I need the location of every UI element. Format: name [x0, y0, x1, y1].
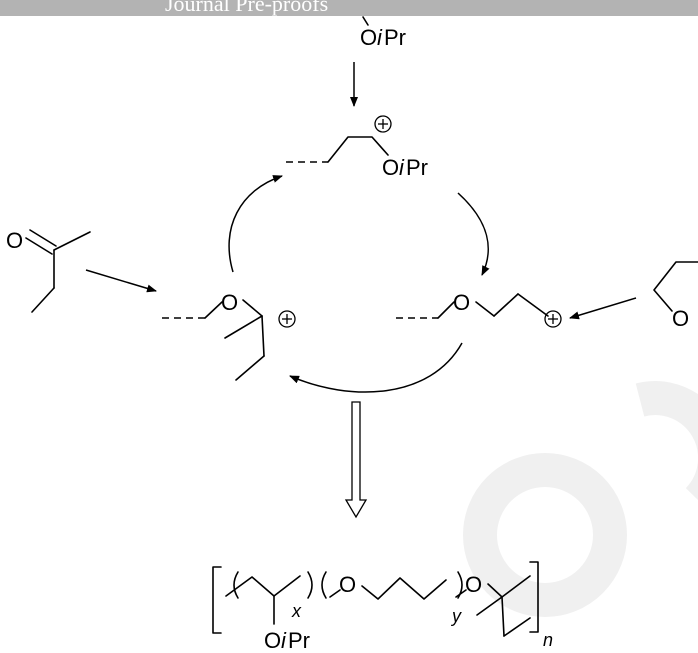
cycle-arrow-right: [457, 192, 490, 276]
product-arrow: [344, 401, 368, 519]
watermark: [463, 381, 698, 618]
oipr-o-mid: O: [382, 155, 399, 180]
oxocarbenium-intermediate: O i Pr: [286, 115, 428, 180]
oipr-pr-top: Pr: [384, 25, 406, 50]
oipr-i-mid: i: [399, 155, 405, 180]
subscript-x: x: [291, 601, 302, 621]
butanone-monomer: O: [6, 228, 91, 313]
vinyl-ether-monomer: O i Pr: [360, 16, 406, 50]
ketone-oxocarbenium-intermediate: O: [162, 290, 296, 381]
subscript-n: n: [543, 630, 553, 650]
oipr-i-polymer: i: [281, 628, 287, 653]
journal-banner: Journal Pre-proofs: [0, 0, 698, 16]
positive-charge-icon: [374, 115, 392, 133]
ketone-addition-arrow: [85, 269, 157, 293]
positive-charge-icon: [278, 310, 296, 328]
banner-text: Journal Pre-proofs: [165, 0, 329, 16]
cycle-arrow-left: [228, 175, 283, 273]
ether-oxygen-poly-2: O: [465, 572, 482, 597]
ketone-oxygen: O: [6, 228, 23, 253]
oipr-o-polymer: O: [264, 628, 281, 653]
terpolymer-product: O i Pr x O y O n: [212, 561, 553, 653]
subscript-y: y: [450, 606, 462, 626]
positive-charge-icon: [544, 310, 562, 328]
oipr-i-top: i: [377, 25, 383, 50]
oxetane-oxygen: O: [672, 306, 689, 331]
oipr-o-top: O: [360, 25, 377, 50]
oxetane-addition-arrow: [569, 297, 637, 320]
ether-oxygen-right: O: [453, 290, 470, 315]
oipr-pr-mid: Pr: [406, 155, 428, 180]
ether-oxygen-poly-1: O: [339, 572, 356, 597]
ether-oxygen-left: O: [221, 290, 238, 315]
oipr-pr-polymer: Pr: [288, 628, 310, 653]
oxetane-monomer: O: [653, 261, 698, 331]
cycle-arrow-bottom: [289, 342, 463, 393]
carbocation-intermediate: O: [396, 290, 562, 328]
